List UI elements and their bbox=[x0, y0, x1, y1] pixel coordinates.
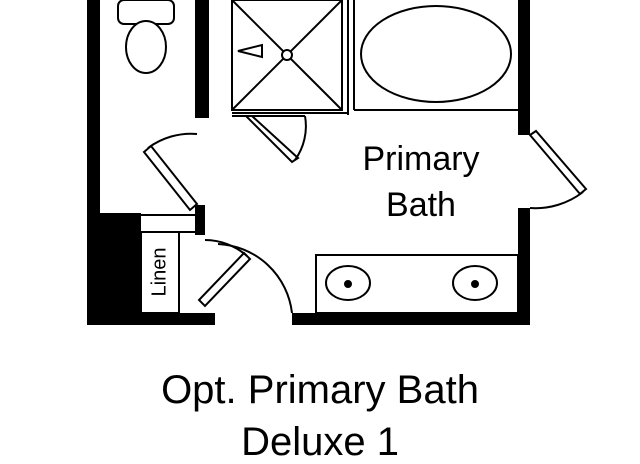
shower-door-swing bbox=[294, 115, 307, 161]
vanity-counter bbox=[315, 254, 519, 314]
walls bbox=[87, 0, 530, 325]
wall-right-bottom bbox=[518, 208, 530, 325]
side-door-leaf bbox=[528, 129, 588, 196]
toilet-door-leaf bbox=[142, 144, 199, 212]
plan-caption-title: Opt. Primary Bath bbox=[161, 368, 479, 412]
toilet-bowl bbox=[125, 20, 167, 74]
wall-right-top bbox=[518, 0, 530, 135]
wall-toilet-stub bbox=[195, 205, 205, 235]
shower-door-leaf bbox=[243, 115, 300, 164]
wall-bottom-left-mass bbox=[87, 213, 141, 325]
shower-drain bbox=[281, 49, 293, 61]
toilet-door bbox=[142, 132, 199, 212]
doors bbox=[142, 115, 588, 314]
room-label-linen: Linen bbox=[148, 248, 170, 297]
room-label-primary-line1: Primary bbox=[362, 140, 479, 178]
wall-toilet-shower bbox=[195, 0, 209, 118]
side-door bbox=[528, 129, 588, 210]
entry-door-swing bbox=[217, 243, 293, 314]
wall-bottom-left bbox=[141, 313, 215, 325]
sink-right-drain bbox=[471, 280, 479, 288]
bathtub bbox=[360, 5, 512, 103]
wall-bottom-right bbox=[292, 313, 530, 325]
plan-caption-subtitle: Deluxe 1 bbox=[241, 420, 399, 464]
sink-left-drain bbox=[344, 280, 352, 288]
fixtures bbox=[117, 0, 512, 301]
room-label-primary-line2: Bath bbox=[386, 186, 456, 224]
shower-head bbox=[237, 43, 263, 59]
shower-enclosure bbox=[231, 0, 343, 111]
linen-door-leaf bbox=[197, 251, 252, 308]
toilet-door-swing bbox=[147, 132, 198, 149]
entry-door bbox=[217, 243, 293, 314]
shower-door bbox=[243, 115, 307, 164]
side-door-swing bbox=[529, 191, 584, 210]
